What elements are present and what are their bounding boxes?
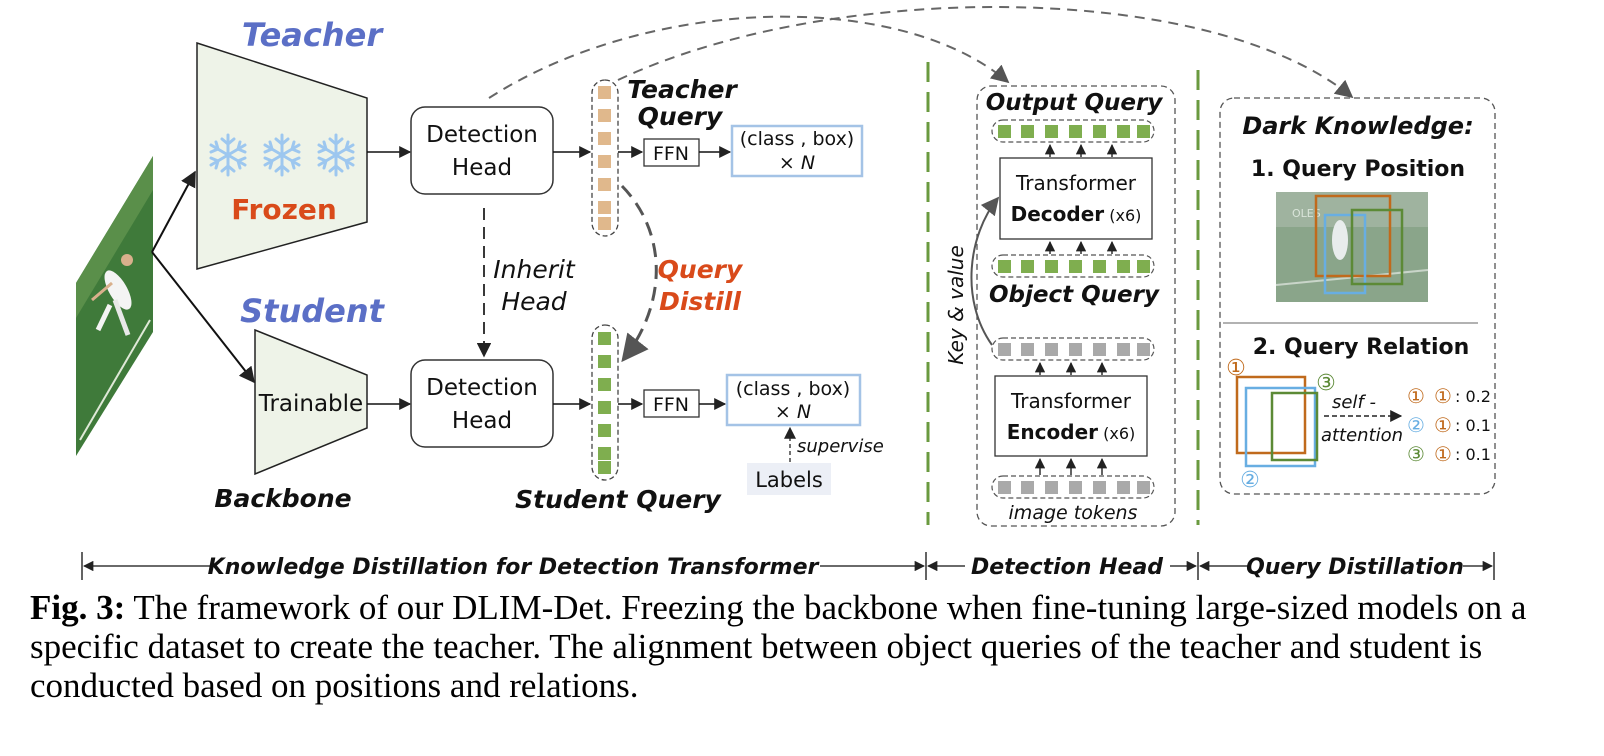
teacher-output-box [730,124,864,178]
student-query-column [591,324,619,481]
svg-text:①: ① [1434,413,1452,437]
student-output-line2: × N [775,401,811,423]
svg-text:①: ① [1434,384,1452,408]
tennis-image [76,156,153,456]
svg-text:: 0.1: : 0.1 [1455,416,1491,435]
caption-label: Fig. 3: [30,588,126,627]
relation-row-2: ② ① : 0.1 [1407,413,1491,437]
decoder-box [999,157,1153,240]
encoder-box [994,375,1148,457]
teacher-output-line1: (class , box) [740,128,854,150]
student-output-box [725,373,862,427]
backbone-label: Backbone [214,484,351,513]
relation-box-2 [1244,386,1317,468]
image-feature-tokens [991,337,1155,361]
encoder-line1: Transformer [1010,389,1132,413]
circle-3: ③ [1316,371,1336,396]
teacher-query-label-2: Query [638,102,724,131]
decoder-line2: Decoder (x6) [1011,202,1142,226]
teacher-title: Teacher [242,16,384,54]
trainable-label: Trainable [258,391,363,417]
student-head-line2: Head [452,408,512,434]
key-value-label: Key & value [944,245,968,364]
relation-box-3 [1270,391,1319,462]
teacher-ffn-box [643,138,700,167]
decoder-line1: Transformer [1015,171,1137,195]
crop-text: OLES [1292,207,1321,220]
crop-image: OLES [1275,192,1429,302]
svg-text:: 0.1: : 0.1 [1455,445,1491,464]
figure-caption: Fig. 3: The framework of our DLIM-Det. F… [30,588,1590,705]
image-tokens-label: image tokens [1009,502,1138,524]
supervise-label: supervise [797,436,884,457]
encoder-line2: Encoder (x6) [1007,420,1135,444]
teacher-query-column [591,79,619,237]
student-backbone [254,328,368,476]
qd-span-label: Query Distillation [1246,555,1464,580]
object-query-label: Object Query [989,282,1160,308]
image-tokens [991,475,1155,499]
circle-2: ② [1240,468,1260,493]
inherit-label-1: Inherit [493,255,576,284]
detection-head-panel [976,85,1176,527]
circle-1: ① [1226,356,1246,381]
self-attention-1: self - [1332,392,1376,413]
student-ffn-box [643,389,700,418]
svg-text:③: ③ [1407,442,1425,466]
student-output-line1: (class , box) [736,378,850,400]
query-distill-label-1: Query [658,255,744,284]
svg-text:②: ② [1407,413,1425,437]
student-head-line1: Detection [426,375,538,401]
dark-knowledge-title: Dark Knowledge: [1242,112,1473,140]
head-span-label: Detection Head [971,555,1163,580]
teacher-output-line2: × N [779,152,815,174]
frozen-label: Frozen [231,193,337,226]
svg-text:: 0.2: : 0.2 [1455,387,1491,406]
relation-row-1: ① ① : 0.2 [1407,384,1491,408]
object-query-tokens [991,254,1155,278]
caption-text: The framework of our DLIM-Det. Freezing … [30,588,1527,705]
query-distill-label-2: Distill [659,287,741,316]
relation-row-3: ③ ① : 0.1 [1407,442,1491,466]
svg-text:①: ① [1434,442,1452,466]
student-title: Student [240,292,386,330]
framework-diagram: Teacher Frozen Student Trainable Backbon… [76,6,1496,580]
teacher-detection-head [410,106,554,195]
student-query-label: Student Query [515,485,722,514]
output-query-tokens [991,119,1155,143]
labels-box [747,463,831,495]
svg-text:①: ① [1407,384,1425,408]
self-attention-2: attention [1321,425,1403,446]
student-ffn-label: FFN [653,394,689,416]
kd-span-label: Knowledge Distillation for Detection Tra… [208,555,820,580]
query-position-title: 1. Query Position [1251,157,1465,182]
dark-knowledge-panel [1219,97,1496,495]
teacher-ffn-label: FFN [653,143,689,165]
inherit-label-2: Head [501,287,566,316]
teacher-head-line1: Detection [426,122,538,148]
labels-text: Labels [755,468,823,492]
teacher-head-line2: Head [452,155,512,181]
teacher-query-label-1: Teacher [627,75,738,104]
query-relation-title: 2. Query Relation [1253,335,1470,360]
output-query-label: Output Query [986,90,1164,116]
